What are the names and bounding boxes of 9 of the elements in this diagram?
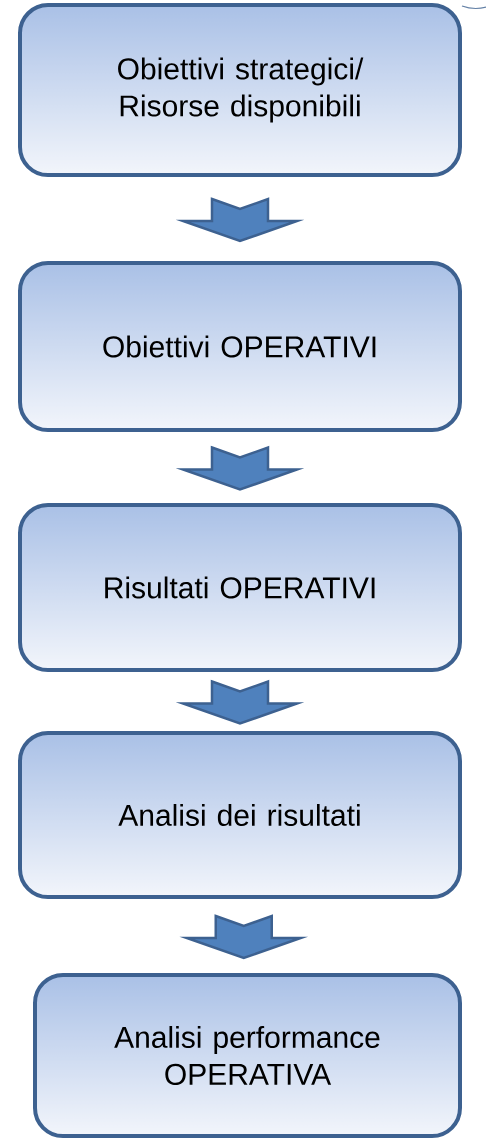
block-arrow: [175, 197, 305, 243]
process-box: Analisi dei risultati: [18, 731, 462, 899]
process-box: Obiettivi OPERATIVI: [18, 261, 462, 432]
block-arrow: [179, 914, 309, 960]
process-box: Risultati OPERATIVI: [18, 503, 462, 672]
block-arrow: [175, 445, 305, 491]
process-box: Analisi performance OPERATIVA: [33, 973, 462, 1138]
process-box: Obiettivi strategici/ Risorse disponibili: [18, 3, 462, 177]
block-arrow: [175, 679, 305, 725]
